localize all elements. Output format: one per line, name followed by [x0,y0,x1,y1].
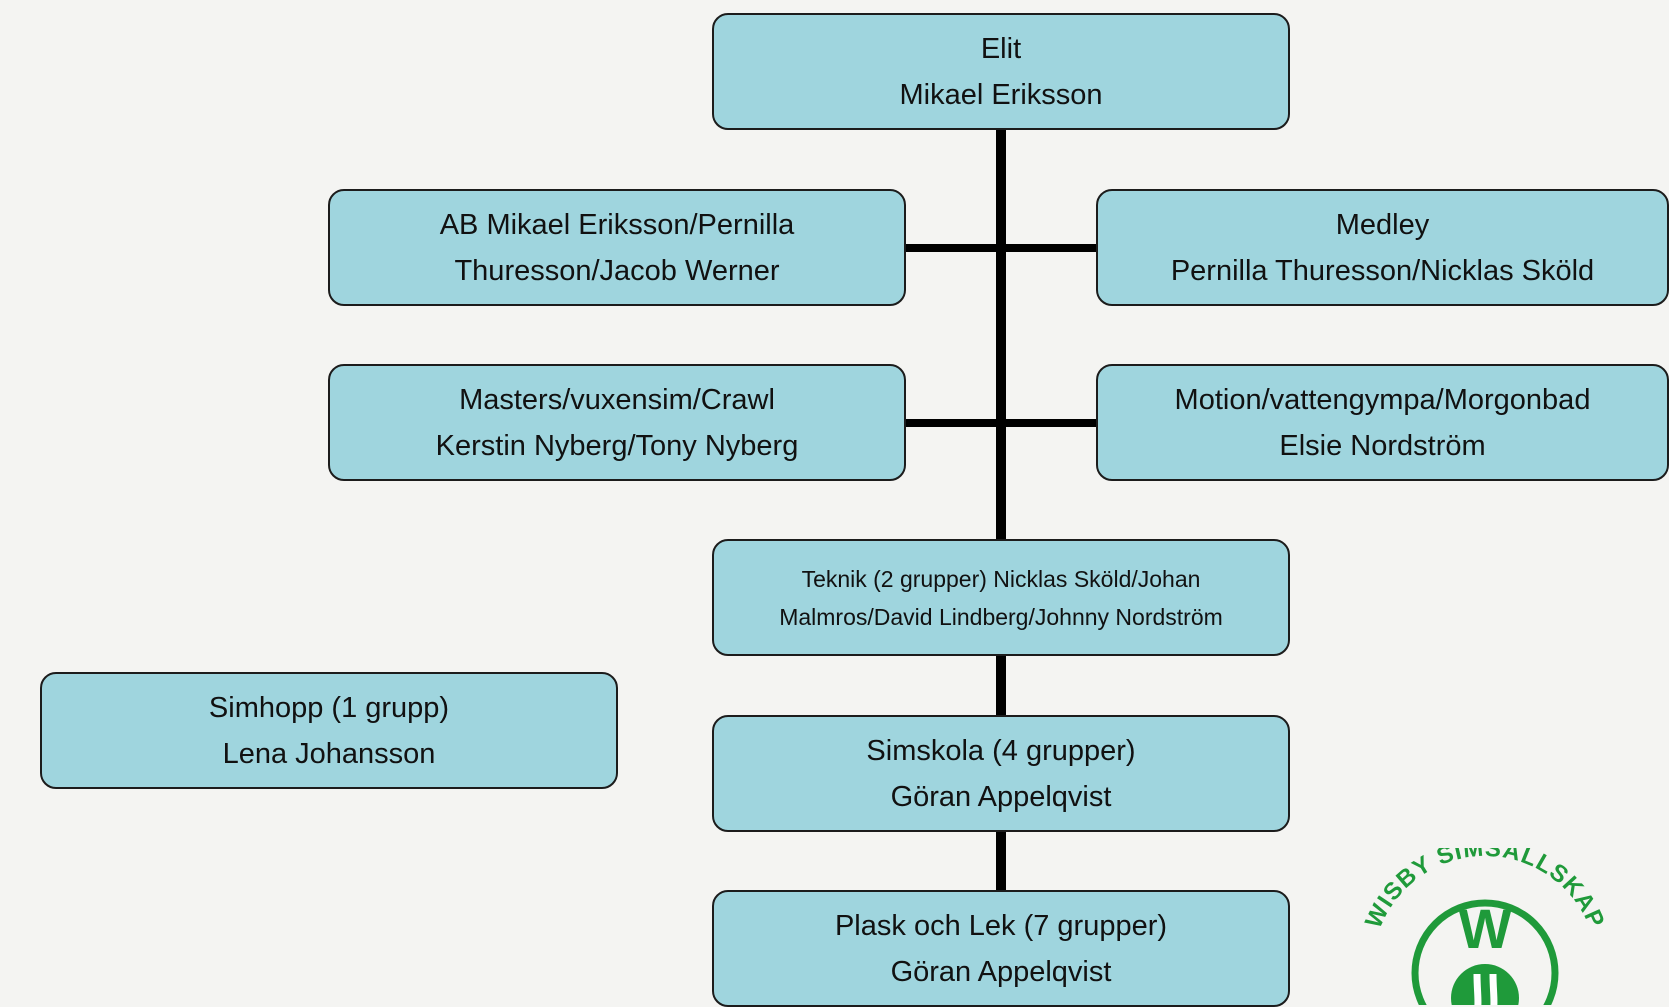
box-teknik-line1: Teknik (2 grupper) Nicklas Sköld/Johan [801,565,1201,592]
box-simhopp-line1: Simhopp (1 grupp) [208,691,450,724]
box-medley-line2: Pernilla Thuresson/Nicklas Sköld [1170,254,1595,287]
box-plask-line2: Göran Appelqvist [890,955,1112,988]
box-teknik: Teknik (2 grupper) Nicklas Sköld/Johan M… [712,539,1290,656]
box-medley-line1: Medley [1335,208,1430,241]
box-motion-line2: Elsie Nordström [1279,429,1486,462]
connector-teknik-simskola [996,655,1006,716]
logo-swimmer-mark [1473,973,1498,1005]
box-ab-line2: Thuresson/Jacob Werner [454,254,780,287]
box-plask: Plask och Lek (7 grupper) Göran Appelqvi… [712,890,1290,1007]
logo-initial: W [1459,897,1512,960]
box-motion: Motion/vattengympa/Morgonbad Elsie Nords… [1096,364,1669,481]
box-simskola-line1: Simskola (4 grupper) [866,734,1136,767]
logo-ring [1411,899,1559,1005]
connector-simskola-plask [996,831,1006,891]
connector-row1 [905,244,1097,252]
box-masters: Masters/vuxensim/Crawl Kerstin Nyberg/To… [328,364,906,481]
box-simskola: Simskola (4 grupper) Göran Appelqvist [712,715,1290,832]
box-elit-line1: Elit [980,32,1022,65]
logo-inner-disc [1451,964,1519,1005]
box-medley: Medley Pernilla Thuresson/Nicklas Sköld [1096,189,1669,306]
box-teknik-line2: Malmros/David Lindberg/Johnny Nordström [779,603,1223,630]
box-elit-line2: Mikael Eriksson [899,78,1103,111]
box-ab: AB Mikael Eriksson/Pernilla Thuresson/Ja… [328,189,906,306]
box-ab-line1: AB Mikael Eriksson/Pernilla [439,208,795,241]
box-plask-line1: Plask och Lek (7 grupper) [834,909,1168,942]
box-masters-line1: Masters/vuxensim/Crawl [459,383,775,416]
connector-trunk-top [996,130,1006,540]
box-simhopp: Simhopp (1 grupp) Lena Johansson [40,672,618,789]
box-masters-line2: Kerstin Nyberg/Tony Nyberg [435,429,799,462]
box-motion-line1: Motion/vattengympa/Morgonbad [1174,383,1591,416]
box-simskola-line2: Göran Appelqvist [890,780,1112,813]
box-elit: Elit Mikael Eriksson [712,13,1290,130]
connector-row2 [905,419,1097,427]
box-simhopp-line2: Lena Johansson [222,737,436,770]
club-logo: WISBY SIMSÄLLSKAP W [1360,848,1609,1005]
